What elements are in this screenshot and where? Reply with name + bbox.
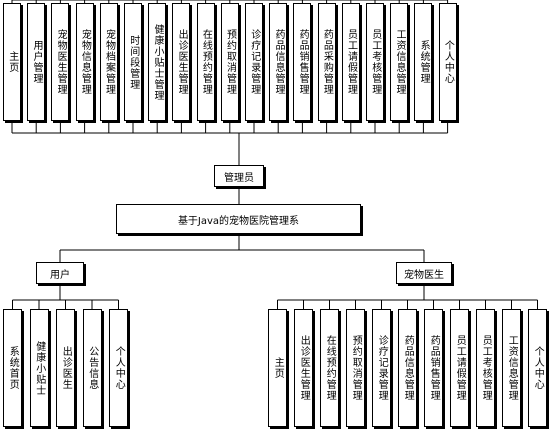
- doctor-child-label: 在线预约管理: [324, 335, 336, 401]
- user-child-label: 个人中心: [113, 346, 125, 390]
- admin-child-13: 药品采购管理: [317, 3, 336, 121]
- user-child-label: 公告信息: [86, 346, 98, 390]
- user-child-0: 系统首页: [3, 309, 22, 427]
- doctor-child-label: 出诊医生管理: [298, 335, 310, 401]
- doctor-child-1: 出诊医生管理: [294, 309, 313, 427]
- doctor-child-label: 主页: [272, 357, 284, 379]
- admin-child-label: 工资信息管理: [393, 29, 405, 95]
- admin-child-11: 药品信息管理: [269, 3, 288, 121]
- admin-child-label: 健康小贴士管理: [151, 23, 163, 101]
- user-node-label: 用户: [50, 269, 70, 281]
- doctor-child-5: 药品信息管理: [398, 309, 417, 427]
- doctor-child-label: 员工请假管理: [454, 335, 466, 401]
- admin-child-label: 员工请假管理: [345, 29, 357, 95]
- admin-child-2: 宠物医生管理: [51, 3, 70, 121]
- admin-child-label: 药品采购管理: [321, 29, 333, 95]
- doctor-child-10: 个人中心: [528, 309, 547, 427]
- doctor-node-label: 宠物医生: [404, 269, 444, 281]
- admin-child-label: 时间段管理: [127, 34, 139, 90]
- doctor-child-label: 个人中心: [532, 346, 544, 390]
- admin-child-label: 用户管理: [30, 40, 42, 84]
- doctor-child-4: 诊疗记录管理: [372, 309, 391, 427]
- admin-child-10: 诊疗记录管理: [245, 3, 263, 121]
- doctor-child-7: 员工请假管理: [450, 309, 469, 427]
- admin-child-5: 时间段管理: [124, 3, 142, 121]
- admin-child-label: 诊疗记录管理: [248, 29, 260, 95]
- user-child-label: 健康小贴士: [33, 340, 45, 396]
- user-child-4: 个人中心: [109, 309, 128, 427]
- admin-child-17: 系统管理: [414, 3, 433, 121]
- admin-child-14: 员工请假管理: [341, 3, 360, 121]
- user-child-3: 公告信息: [82, 309, 102, 427]
- doctor-child-label: 预约取消管理: [350, 335, 362, 401]
- admin-child-label: 预约取消管理: [224, 29, 236, 95]
- doctor-child-2: 在线预约管理: [320, 309, 339, 427]
- admin-child-9: 预约取消管理: [220, 3, 239, 121]
- admin-child-label: 宠物医生管理: [55, 29, 67, 95]
- doctor-child-label: 工资信息管理: [506, 335, 518, 401]
- admin-child-label: 药品信息管理: [272, 29, 284, 95]
- admin-child-12: 药品销售管理: [293, 3, 312, 121]
- admin-child-8: 在线预约管理: [196, 3, 215, 121]
- admin-child-0: 主页: [3, 3, 21, 121]
- admin-child-15: 员工考核管理: [366, 3, 384, 121]
- user-child-label: 系统首页: [7, 346, 19, 390]
- doctor-child-9: 工资信息管理: [502, 309, 521, 427]
- admin-child-label: 出诊医生管理: [176, 29, 188, 95]
- user-child-1: 健康小贴士: [29, 309, 49, 427]
- admin-child-4: 宠物档案管理: [99, 3, 118, 121]
- doctor-child-6: 药品销售管理: [424, 309, 443, 427]
- doctor-child-8: 员工考核管理: [476, 309, 495, 427]
- admin-child-label: 药品销售管理: [297, 29, 309, 95]
- doctor-child-label: 药品销售管理: [428, 335, 440, 401]
- admin-node-label: 管理员: [224, 172, 254, 184]
- doctor-child-0: 主页: [268, 309, 287, 427]
- admin-child-label: 宠物档案管理: [103, 29, 115, 95]
- admin-child-label: 员工考核管理: [369, 29, 381, 95]
- admin-child-label: 个人中心: [442, 40, 454, 84]
- admin-child-label: 主页: [6, 51, 18, 73]
- admin-child-7: 出诊医生管理: [172, 3, 191, 121]
- admin-child-label: 宠物信息管理: [79, 29, 91, 95]
- doctor-node: 宠物医生: [396, 262, 452, 284]
- admin-child-6: 健康小贴士管理: [148, 3, 167, 121]
- doctor-child-label: 药品信息管理: [402, 335, 414, 401]
- admin-child-1: 用户管理: [27, 3, 46, 121]
- root-node-label: 基于Java的宠物医院管理系: [177, 215, 300, 227]
- admin-child-3: 宠物信息管理: [75, 3, 94, 121]
- admin-child-label: 在线预约管理: [200, 29, 212, 95]
- admin-child-label: 系统管理: [418, 40, 430, 84]
- doctor-child-label: 员工考核管理: [480, 335, 492, 401]
- admin-node: 管理员: [214, 165, 264, 187]
- admin-child-18: 个人中心: [438, 3, 457, 121]
- user-child-2: 出诊医生: [56, 309, 75, 427]
- root-node: 基于Java的宠物医院管理系: [116, 204, 361, 234]
- user-child-label: 出诊医生: [60, 346, 72, 390]
- doctor-child-3: 预约取消管理: [346, 309, 365, 427]
- doctor-child-label: 诊疗记录管理: [376, 335, 388, 401]
- user-node: 用户: [36, 262, 84, 284]
- admin-child-16: 工资信息管理: [390, 3, 409, 121]
